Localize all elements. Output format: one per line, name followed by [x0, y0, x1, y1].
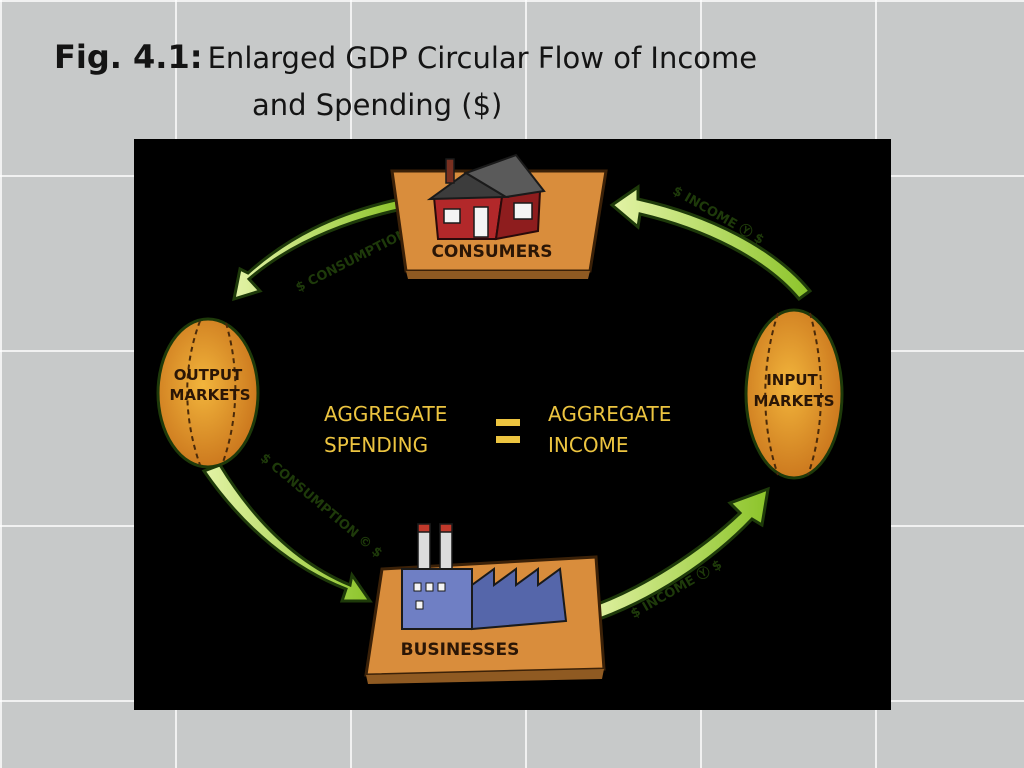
- output-markets-label-1: OUTPUT: [174, 366, 243, 384]
- input-markets-node: INPUT MARKETS: [744, 308, 844, 480]
- businesses-node: BUSINESSES: [364, 523, 606, 684]
- center-equation: AGGREGATE SPENDING AGGREGATE INCOME: [324, 402, 671, 457]
- title-line-2: and Spending ($): [252, 88, 503, 122]
- equals-sign-bottom: [496, 436, 520, 443]
- aggregate-spending-line-1: AGGREGATE: [324, 402, 447, 426]
- income-arrow-bottom: $ INCOME Ⓨ $: [582, 486, 770, 625]
- circular-flow-svg: $ CONSUMPTION © $ $ INCOME Ⓨ $ $ CONSUMP…: [156, 153, 844, 684]
- consumers-label: CONSUMERS: [431, 242, 552, 262]
- title-line-1: Enlarged GDP Circular Flow of Income: [207, 41, 758, 75]
- income-arrow-top: $ INCOME Ⓨ $: [609, 183, 813, 302]
- slide-title: Fig. 4.1: Enlarged GDP Circular Flow of …: [54, 36, 854, 126]
- aggregate-income-line-2: INCOME: [548, 433, 628, 457]
- consumption-arrow-bottom: $ CONSUMPTION © $: [201, 451, 385, 603]
- aggregate-spending-line-2: SPENDING: [324, 433, 428, 457]
- output-markets-label-2: MARKETS: [170, 386, 251, 404]
- output-markets-node: OUTPUT MARKETS: [156, 317, 260, 469]
- input-markets-label-2: MARKETS: [754, 392, 835, 410]
- circular-flow-diagram: $ CONSUMPTION © $ $ INCOME Ⓨ $ $ CONSUMP…: [134, 139, 891, 710]
- consumers-node: CONSUMERS: [390, 153, 608, 279]
- aggregate-income-line-1: AGGREGATE: [548, 402, 671, 426]
- factory-icon: [401, 523, 568, 631]
- businesses-label: BUSINESSES: [401, 640, 520, 660]
- house-icon: [426, 153, 546, 241]
- input-markets-label-1: INPUT: [766, 371, 818, 389]
- equals-sign-top: [496, 419, 520, 426]
- figure-label: Fig. 4.1:: [54, 38, 203, 76]
